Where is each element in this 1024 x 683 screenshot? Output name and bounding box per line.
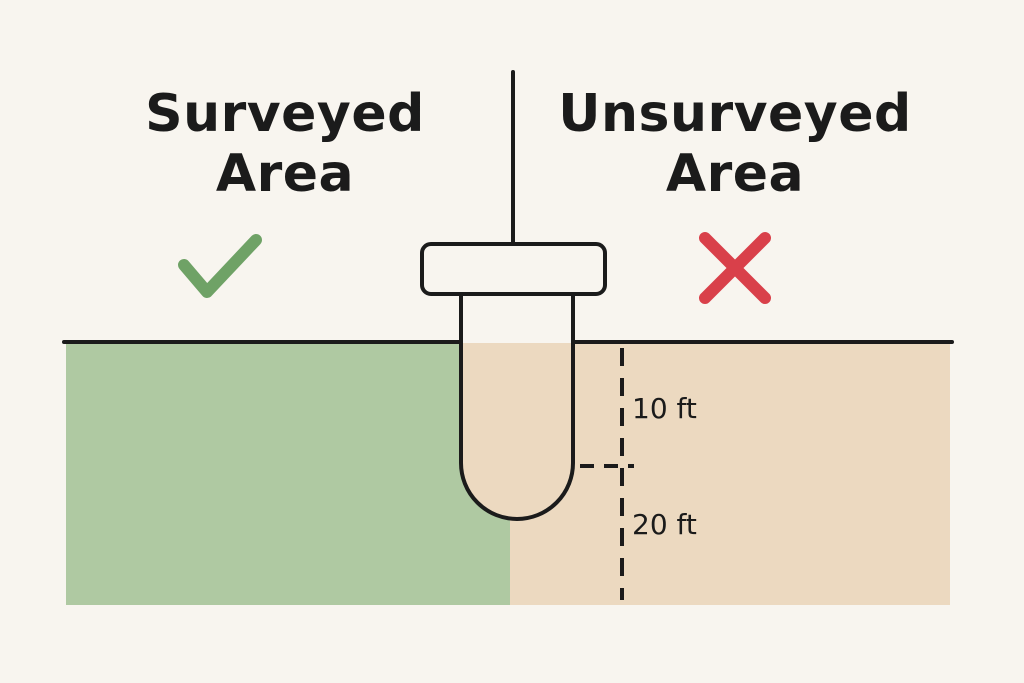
surveyed-ground: [66, 343, 510, 605]
probe-shaft: [459, 294, 575, 521]
surveyed-area-heading: Surveyed Area: [105, 84, 465, 204]
depth-label-10ft: 10 ft: [632, 392, 697, 425]
unsurveyed-heading-line1: Unsurveyed: [558, 84, 912, 144]
surveyed-heading-line1: Surveyed: [145, 84, 425, 144]
probe-upper-fill: [461, 296, 573, 343]
check-icon: [178, 234, 262, 298]
unsurveyed-area-heading: Unsurveyed Area: [540, 84, 930, 204]
unsurveyed-ground: [510, 343, 950, 605]
cross-icon: [699, 232, 771, 304]
probe-body-fill: [461, 298, 573, 519]
surveyed-heading-line2: Area: [215, 144, 355, 204]
depth-label-20ft: 20 ft: [632, 508, 697, 541]
probe-cap: [420, 242, 607, 296]
unsurveyed-heading-line2: Area: [665, 144, 805, 204]
